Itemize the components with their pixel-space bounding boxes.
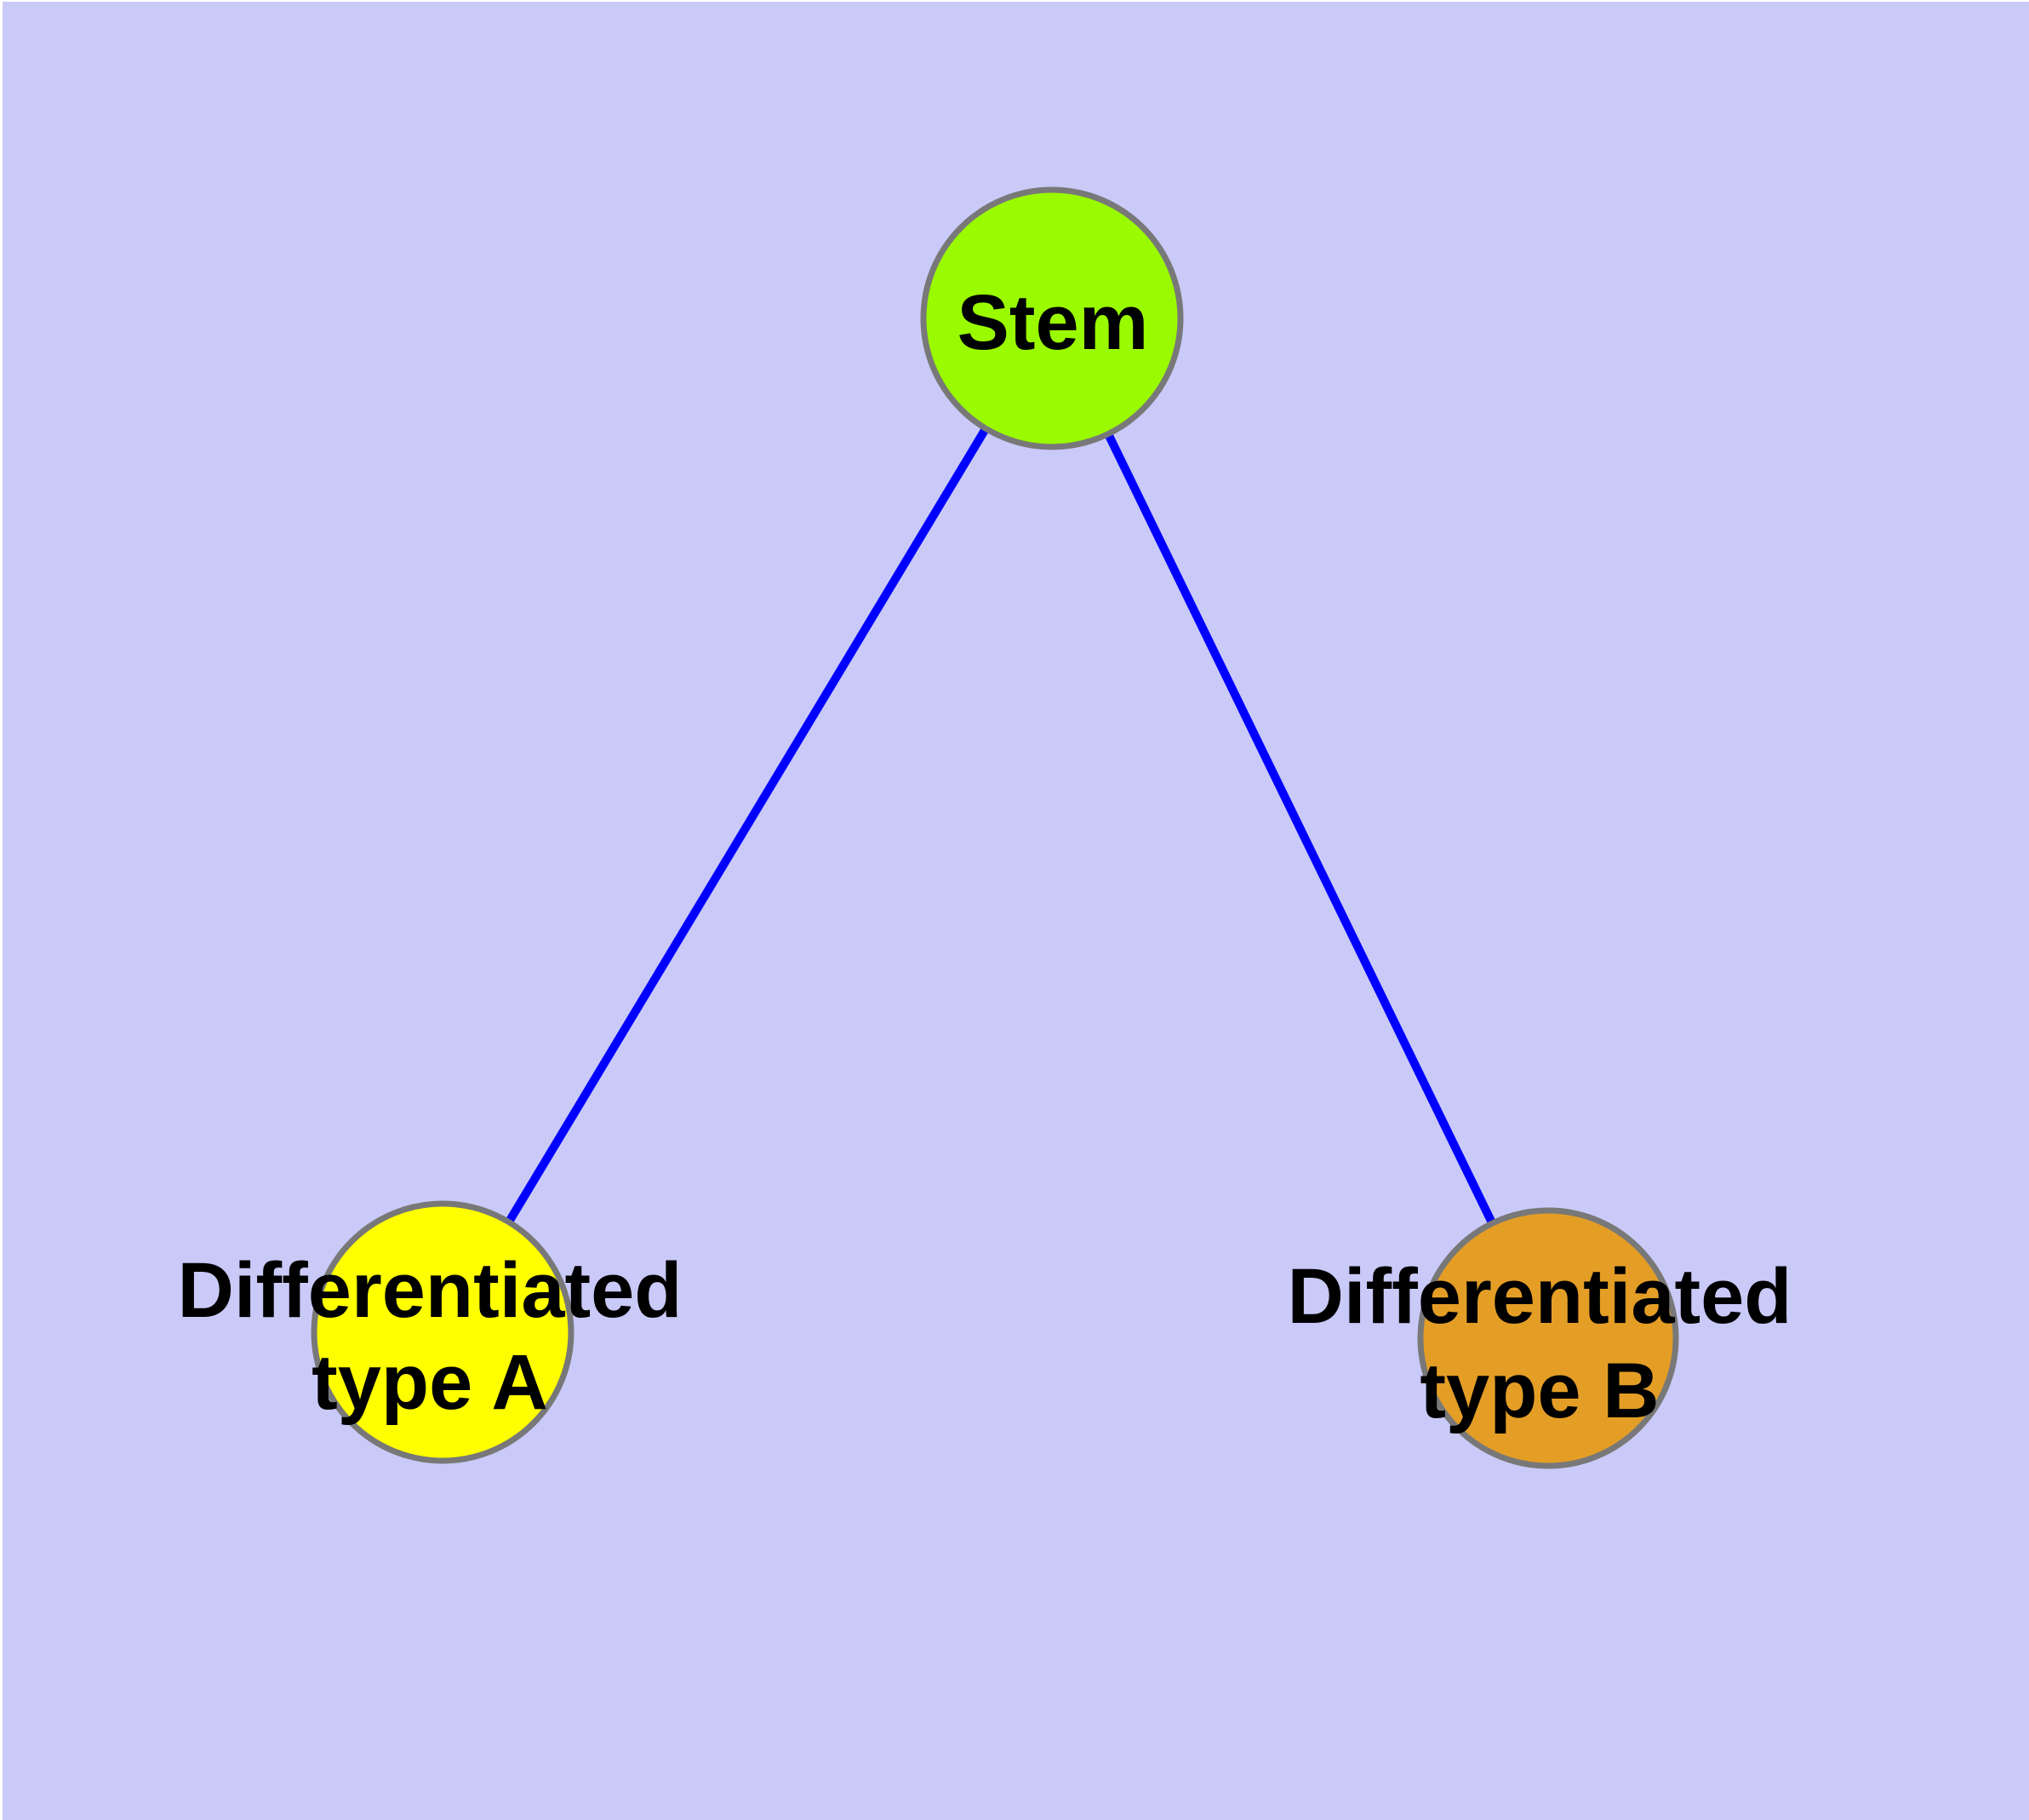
node-stem [920, 186, 1184, 450]
node-type-b-label-line-1: Differentiated [1288, 1253, 1792, 1340]
node-type-b-label-line-2: type B [1420, 1348, 1659, 1434]
edge-stem-to-type-a [438, 316, 1056, 1335]
node-type-a-label-line-2: type A [311, 1339, 548, 1426]
node-type-a-label-line-1: Differentiated [178, 1247, 683, 1334]
node-differentiated-type-a [311, 1200, 574, 1464]
edge-stem-to-type-b [1048, 316, 1552, 1341]
node-differentiated-type-b [1417, 1207, 1679, 1469]
node-stem-label: Stem [957, 279, 1149, 366]
